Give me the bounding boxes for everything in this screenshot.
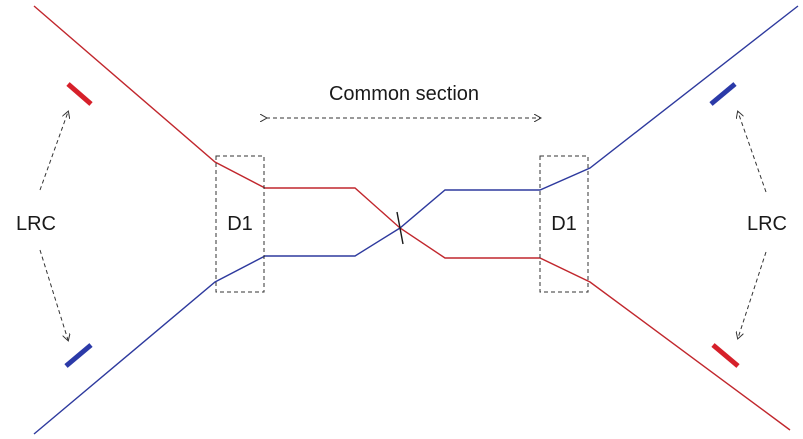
d1-box-left <box>215 155 265 293</box>
lrc-label-left: LRC <box>16 213 56 235</box>
blue-beam-line <box>33 5 799 435</box>
common-section-label: Common section <box>329 83 479 105</box>
lrc-right-arrow-down <box>738 251 767 338</box>
lrc-marker-right-blue <box>709 82 737 106</box>
lrc-right-arrow-up <box>738 112 767 193</box>
crossing-point-marker <box>396 211 404 245</box>
lrc-marker-right-red <box>711 343 740 368</box>
lrc-left-arrow-down <box>39 249 68 340</box>
lrc-label-right: LRC <box>747 213 787 235</box>
d1-box-right <box>539 155 589 293</box>
lrc-marker-left-red <box>66 82 93 106</box>
d1-label-right: D1 <box>551 213 577 235</box>
lrc-left-arrow-up <box>39 112 68 191</box>
d1-label-left: D1 <box>227 213 253 235</box>
lrc-marker-left-blue <box>64 343 93 368</box>
